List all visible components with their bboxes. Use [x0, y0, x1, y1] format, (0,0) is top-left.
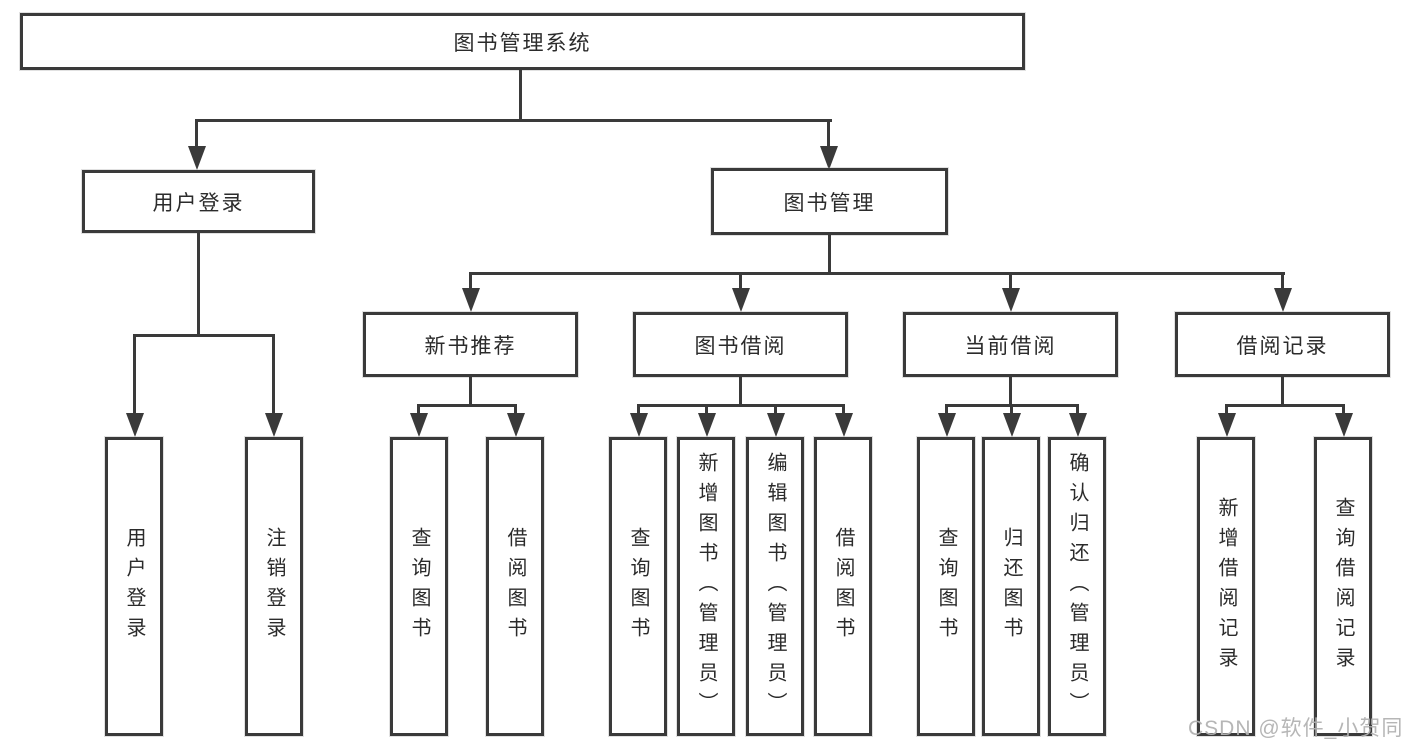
arrow-down-icon [1274, 288, 1292, 312]
leaf-query-books-2-label: 查询图书 [627, 526, 649, 647]
leaf-add-borrow-record: 新增借阅记录 [1197, 437, 1255, 736]
leaf-query-books-3: 查询图书 [917, 437, 975, 736]
leaf-query-books-2: 查询图书 [609, 437, 667, 736]
arrow-down-icon [1069, 413, 1087, 437]
connector-line [195, 119, 198, 150]
arrow-down-icon [767, 413, 785, 437]
arrow-down-icon [126, 413, 144, 437]
leaf-add-book-admin: 新增图书（管理员） [677, 437, 735, 736]
arrow-down-icon [1218, 413, 1236, 437]
node-new-book-recommendation-label: 新书推荐 [424, 334, 517, 358]
leaf-query-books-1-label: 查询图书 [408, 526, 430, 647]
connector-line [1281, 272, 1284, 292]
node-root-label: 图书管理系统 [453, 31, 592, 55]
leaf-query-borrow-record-label: 查询借阅记录 [1332, 496, 1354, 677]
connector-line [1225, 404, 1345, 407]
leaf-query-books-1: 查询图书 [390, 437, 448, 736]
connector-line [519, 70, 522, 120]
connector-line [1076, 404, 1079, 418]
arrow-down-icon [698, 413, 716, 437]
connector-line [827, 119, 830, 150]
arrow-down-icon [938, 413, 956, 437]
connector-line [197, 233, 200, 336]
arrow-down-icon [188, 146, 206, 170]
arrow-down-icon [265, 413, 283, 437]
connector-line [514, 404, 517, 418]
node-book-management: 图书管理 [711, 168, 948, 235]
arrow-down-icon [820, 146, 838, 170]
leaf-add-borrow-record-label: 新增借阅记录 [1215, 496, 1237, 677]
arrow-down-icon [507, 413, 525, 437]
connector-line [272, 334, 275, 415]
leaf-borrow-books-2: 借阅图书 [814, 437, 872, 736]
connector-line [133, 334, 136, 415]
connector-line [705, 404, 708, 418]
leaf-confirm-return-admin: 确认归还（管理员） [1048, 437, 1106, 736]
arrow-down-icon [1335, 413, 1353, 437]
connector-line [1009, 272, 1012, 292]
connector-line [133, 334, 275, 337]
leaf-return-books: 归还图书 [982, 437, 1040, 736]
connector-line [739, 272, 742, 292]
connector-line [469, 272, 472, 292]
leaf-return-books-label: 归还图书 [1000, 526, 1022, 647]
leaf-user-login-label: 用户登录 [123, 526, 145, 647]
node-current-borrowing-label: 当前借阅 [964, 334, 1057, 358]
arrow-down-icon [1002, 288, 1020, 312]
connector-line [637, 404, 640, 418]
leaf-borrow-books-2-label: 借阅图书 [832, 526, 854, 647]
connector-line [1009, 377, 1012, 407]
leaf-logout: 注销登录 [245, 437, 303, 736]
arrow-down-icon [410, 413, 428, 437]
connector-line [195, 119, 832, 122]
node-borrowing-records: 借阅记录 [1175, 312, 1390, 377]
connector-line [1010, 404, 1013, 418]
watermark: CSDN @软件_小贺同学 [1188, 717, 1404, 740]
connector-line [637, 404, 845, 407]
connector-line [469, 377, 472, 407]
connector-line [828, 235, 831, 275]
connector-line [469, 272, 1285, 275]
node-book-borrowing-label: 图书借阅 [694, 334, 787, 358]
arrow-down-icon [462, 288, 480, 312]
arrow-down-icon [630, 413, 648, 437]
connector-line [1281, 377, 1284, 407]
arrow-down-icon [1003, 413, 1021, 437]
connector-line [1342, 404, 1345, 418]
node-new-book-recommendation: 新书推荐 [363, 312, 578, 377]
leaf-add-book-admin-label: 新增图书（管理员） [695, 451, 717, 722]
node-current-borrowing: 当前借阅 [903, 312, 1118, 377]
arrow-down-icon [835, 413, 853, 437]
leaf-edit-book-admin: 编辑图书（管理员） [746, 437, 804, 736]
connector-line [842, 404, 845, 418]
connector-line [774, 404, 777, 418]
leaf-logout-label: 注销登录 [263, 526, 285, 647]
connector-line [1225, 404, 1228, 418]
leaf-borrow-books-1: 借阅图书 [486, 437, 544, 736]
leaf-query-borrow-record: 查询借阅记录 [1314, 437, 1372, 736]
connector-line [945, 404, 948, 418]
connector-line [417, 404, 420, 418]
node-user-login: 用户登录 [82, 170, 315, 233]
leaf-user-login: 用户登录 [105, 437, 163, 736]
leaf-query-books-3-label: 查询图书 [935, 526, 957, 647]
node-borrowing-records-label: 借阅记录 [1236, 334, 1329, 358]
node-book-borrowing: 图书借阅 [633, 312, 848, 377]
leaf-edit-book-admin-label: 编辑图书（管理员） [764, 451, 786, 722]
node-user-login-label: 用户登录 [152, 191, 245, 215]
leaf-borrow-books-1-label: 借阅图书 [504, 526, 526, 647]
connector-line [417, 404, 517, 407]
node-root: 图书管理系统 [20, 13, 1025, 70]
arrow-down-icon [732, 288, 750, 312]
connector-line [739, 377, 742, 407]
leaf-confirm-return-admin-label: 确认归还（管理员） [1066, 451, 1088, 722]
node-book-management-label: 图书管理 [783, 191, 876, 215]
